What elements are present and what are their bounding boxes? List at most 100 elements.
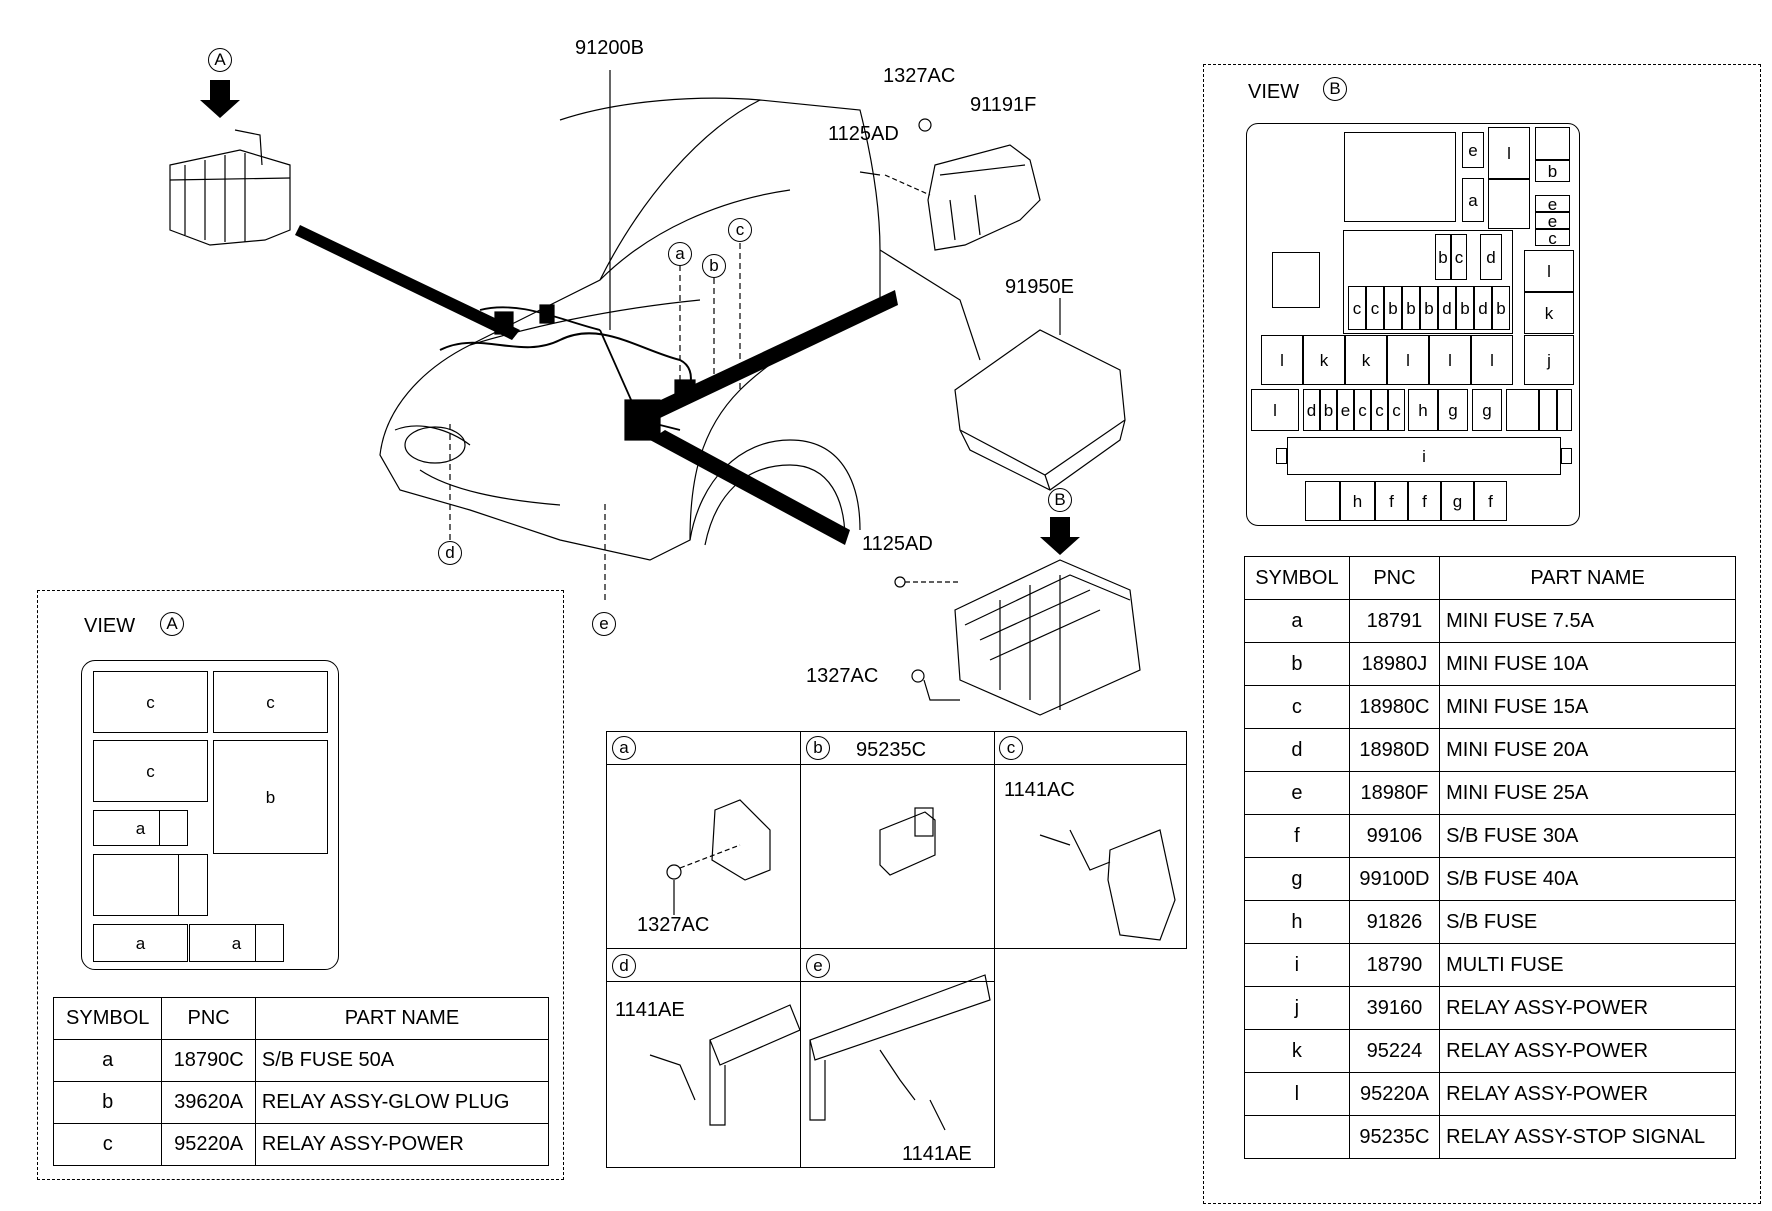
- view-b-cell: e: [1535, 195, 1570, 213]
- detail-c-bracket: [1107, 829, 1176, 941]
- view-a-panel: [37, 590, 564, 1180]
- detail-e-rail: [809, 974, 991, 1061]
- view-b-cell: k: [1345, 335, 1387, 385]
- detail-e-box: [800, 948, 995, 1168]
- detail-a-part: 1327AC: [637, 914, 710, 936]
- fuse-block-b: [954, 559, 1141, 716]
- view-b-cell: h: [1340, 481, 1375, 521]
- view-b-cell-blank: [1488, 179, 1530, 229]
- view-b-cell: l: [1471, 335, 1513, 385]
- callout-d: d: [438, 541, 462, 565]
- detail-d-part: 1141AE: [615, 999, 685, 1021]
- detail-c-box: [994, 731, 1187, 949]
- detail-e-symbol: e: [806, 954, 830, 978]
- view-b-cell: c: [1348, 286, 1366, 330]
- view-a-cell: c: [93, 671, 208, 733]
- view-a-cell-spacer: [178, 854, 208, 916]
- view-b-cell: c: [1366, 286, 1384, 330]
- view-b-cell: c: [1354, 389, 1371, 431]
- view-b-marker: B: [1048, 488, 1072, 512]
- table-header: PART NAME: [1439, 556, 1736, 600]
- view-a-cell: b: [213, 740, 328, 854]
- view-a-circle: A: [160, 612, 184, 636]
- view-b-cell: d: [1438, 286, 1456, 330]
- view-b-cell: c: [1371, 389, 1388, 431]
- view-b-cell: d: [1474, 286, 1492, 330]
- view-a-cell: c: [93, 740, 208, 802]
- view-a-block: [81, 660, 339, 970]
- wiring-harness: [439, 332, 692, 411]
- detail-a-symbol: a: [612, 736, 636, 760]
- view-b-cell: c: [1388, 389, 1405, 431]
- detail-e-part: 1141AE: [902, 1143, 972, 1165]
- view-b-cell: i: [1287, 437, 1561, 475]
- view-b-cell-blank: [1557, 389, 1572, 431]
- view-b-cell: f: [1474, 481, 1507, 521]
- view-b-cell: b: [1535, 160, 1570, 182]
- detail-a-bracket: [711, 799, 771, 881]
- view-a-cell-spacer: [159, 810, 188, 846]
- view-b-cell: l: [1251, 389, 1299, 431]
- bracket-91191f: [927, 144, 1041, 251]
- view-b-cell: b: [1320, 389, 1337, 431]
- view-b-cell: l: [1429, 335, 1471, 385]
- callout-a: a: [668, 242, 692, 266]
- view-b-cell: b: [1402, 286, 1420, 330]
- callout-91191f: 91191F: [970, 94, 1037, 116]
- table-header: SYMBOL: [52, 997, 163, 1040]
- view-a-marker: A: [208, 48, 232, 72]
- callout-1327ac-mid: 1327AC: [806, 665, 879, 687]
- callout-1125ad-top: 1125AD: [828, 123, 899, 145]
- callout-1327ac-top: 1327AC: [883, 65, 956, 87]
- detail-d-symbol: d: [612, 954, 636, 978]
- view-a-cell: c: [213, 671, 328, 733]
- view-a-title: VIEW: [84, 615, 136, 637]
- view-b-cell: j: [1524, 335, 1574, 385]
- detail-c-part: 1141AC: [1004, 779, 1075, 801]
- view-b-cell: b: [1384, 286, 1402, 330]
- view-b-cell: c: [1535, 229, 1570, 247]
- view-a-cell: a: [93, 924, 188, 962]
- detail-b-part: 95235C: [856, 739, 927, 761]
- view-b-cell: c: [1451, 234, 1467, 280]
- view-b-cell: l: [1261, 335, 1303, 385]
- view-b-cell: b: [1420, 286, 1438, 330]
- detail-header-line: [606, 948, 995, 982]
- view-b-cell: d: [1303, 389, 1320, 431]
- table-header: PNC: [1348, 556, 1441, 600]
- view-b-cell: f: [1375, 481, 1408, 521]
- view-b-cell: k: [1303, 335, 1345, 385]
- view-b-cell: h: [1408, 389, 1438, 431]
- callout-b: b: [702, 254, 726, 278]
- cover-91950e: [954, 329, 1126, 476]
- view-b-cell: e: [1535, 212, 1570, 230]
- callout-91950e: 91950E: [1005, 276, 1074, 298]
- arrow-b-icon: [1040, 517, 1080, 555]
- view-b-cell: d: [1480, 234, 1502, 280]
- view-b-tab: [1276, 448, 1287, 464]
- car-body: [379, 99, 881, 561]
- view-b-cell: b: [1492, 286, 1510, 330]
- view-b-cell-blank: [1535, 127, 1570, 160]
- detail-b-symbol: b: [806, 736, 830, 760]
- view-b-cell: g: [1441, 481, 1474, 521]
- view-b-cell: k: [1524, 292, 1574, 334]
- view-a-cell-spacer: [255, 924, 284, 962]
- view-b-cell: a: [1462, 178, 1484, 222]
